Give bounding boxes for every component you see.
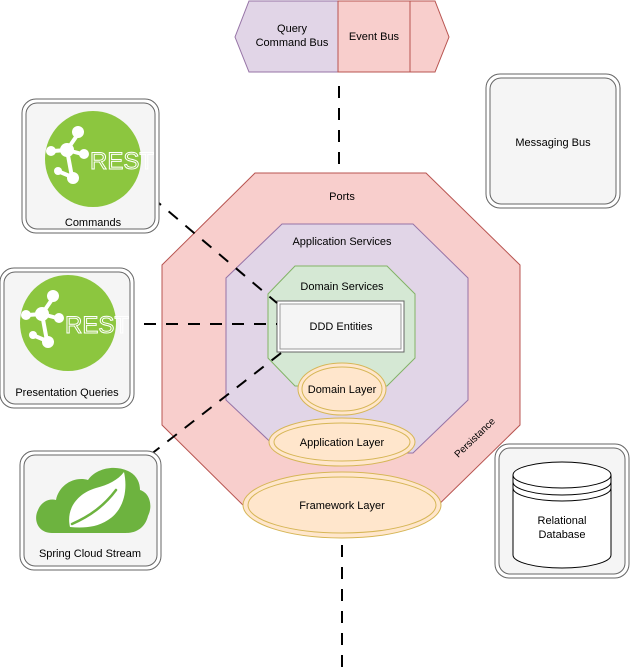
commands-card: REST Commands xyxy=(21,98,160,234)
ddd-entities-inner xyxy=(279,303,402,350)
ports-label: Ports xyxy=(329,191,355,203)
messaging-bus-card: Messaging Bus xyxy=(485,73,621,209)
bus-shape: Query Command Bus Event Bus xyxy=(234,0,450,73)
rest-icon-text: REST xyxy=(65,312,129,339)
application-services-label: Application Services xyxy=(292,236,392,248)
presentation-queries-label: Presentation Queries xyxy=(15,387,119,399)
application-layer-label: Application Layer xyxy=(300,437,385,449)
application-layer-ellipse: Application Layer xyxy=(268,417,416,467)
relational-database-card: Relational Database xyxy=(494,443,630,579)
database-label-1: Relational xyxy=(538,515,587,527)
database-label-2: Database xyxy=(538,529,585,541)
event-bus-shape xyxy=(337,0,450,73)
framework-layer-ellipse: Framework Layer xyxy=(242,471,442,539)
query-bus-label-1: Query xyxy=(277,23,307,35)
domain-layer-label: Domain Layer xyxy=(308,384,377,396)
spring-cloud-icon xyxy=(36,467,151,533)
ddd-entities-label: DDD Entities xyxy=(310,321,373,333)
query-command-bus-shape xyxy=(234,0,339,73)
rest-icon-text: REST xyxy=(90,148,154,175)
rest-api-icon: REST xyxy=(45,111,155,207)
rest-api-icon: REST xyxy=(20,275,130,371)
commands-label: Commands xyxy=(65,217,122,229)
domain-layer-ellipse: Domain Layer xyxy=(297,362,387,416)
event-bus-label: Event Bus xyxy=(349,31,400,43)
spring-cloud-stream-label: Spring Cloud Stream xyxy=(39,548,141,560)
framework-layer-label: Framework Layer xyxy=(299,500,385,512)
query-bus-label-2: Command Bus xyxy=(256,37,329,49)
presentation-queries-card: REST Presentation Queries xyxy=(0,267,135,409)
stream-connector-line xyxy=(149,349,286,456)
domain-services-label: Domain Services xyxy=(300,281,384,293)
spring-cloud-stream-card: Spring Cloud Stream xyxy=(19,450,162,571)
messaging-bus-label: Messaging Bus xyxy=(515,137,591,149)
database-cylinder-icon xyxy=(512,461,612,569)
